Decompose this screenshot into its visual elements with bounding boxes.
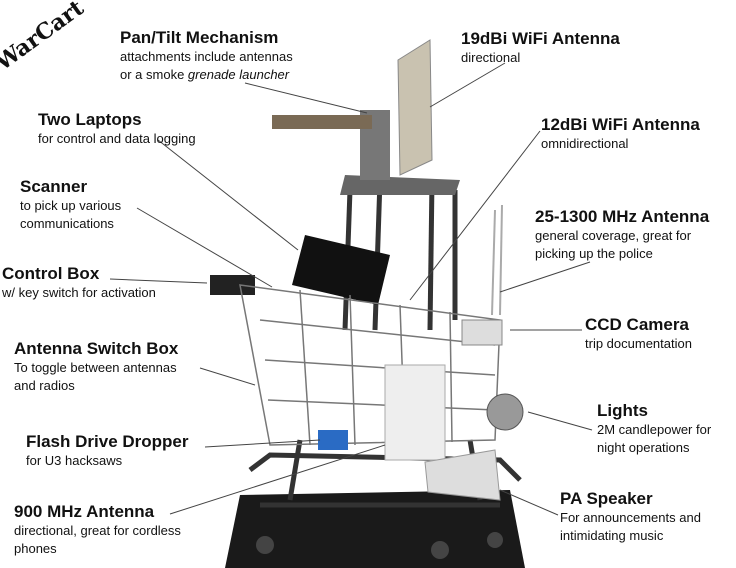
label-desc: general coverage, great for xyxy=(535,228,692,243)
label-desc-italic: grenade launcher xyxy=(187,67,290,82)
label-desc: phones xyxy=(14,541,57,556)
label-desc: night operations xyxy=(597,440,690,455)
label-title: Control Box xyxy=(2,264,100,283)
label-desc: for U3 hacksaws xyxy=(26,453,123,468)
label-title: CCD Camera xyxy=(585,315,689,334)
label-flash-drive: Flash Drive Dropper for U3 hacksaws xyxy=(26,432,189,470)
label-desc: intimidating music xyxy=(560,528,664,543)
label-title: PA Speaker xyxy=(560,489,653,508)
cart-basket xyxy=(239,284,501,446)
label-title: Flash Drive Dropper xyxy=(26,432,189,451)
label-title: Antenna Switch Box xyxy=(14,339,179,358)
label-desc: trip documentation xyxy=(585,336,692,351)
label-desc: picking up the police xyxy=(535,246,653,261)
label-desc: to pick up various xyxy=(20,198,122,213)
label-desc: directional xyxy=(461,50,521,65)
ccd-camera xyxy=(461,319,503,346)
label-lights: Lights 2M candlepower for night operatio… xyxy=(597,401,711,457)
label-desc: directional, great for cordless xyxy=(14,523,181,538)
label-desc-text: or a smoke xyxy=(120,67,188,82)
top-platform xyxy=(340,175,460,195)
label-laptops: Two Laptops for control and data logging xyxy=(38,110,196,148)
pan-tilt-arm xyxy=(272,115,372,129)
label-desc: omnidirectional xyxy=(541,136,629,151)
label-19dbi: 19dBi WiFi Antenna directional xyxy=(461,29,620,67)
label-desc: For announcements and xyxy=(560,510,701,525)
label-900mhz: 900 MHz Antenna directional, great for c… xyxy=(14,502,181,558)
label-pan-tilt: Pan/Tilt Mechanism attachments include a… xyxy=(120,28,293,84)
label-pa-speaker: PA Speaker For announcements and intimid… xyxy=(560,489,701,545)
leader-lines xyxy=(109,62,593,516)
label-desc: w/ key switch for activation xyxy=(2,285,156,300)
directional-antenna-19dbi xyxy=(397,39,433,176)
label-title: 12dBi WiFi Antenna xyxy=(541,115,700,134)
lights xyxy=(486,393,524,431)
label-12dbi: 12dBi WiFi Antenna omnidirectional xyxy=(541,115,700,153)
label-title: Scanner xyxy=(20,177,88,196)
label-antenna-switch: Antenna Switch Box To toggle between ant… xyxy=(14,339,178,395)
floor-shadow xyxy=(225,490,525,568)
wheels xyxy=(256,532,503,559)
label-desc: and radios xyxy=(14,378,75,393)
label-title: Pan/Tilt Mechanism xyxy=(120,28,279,47)
label-title: 900 MHz Antenna xyxy=(14,502,155,521)
label-desc: communications xyxy=(20,216,114,231)
label-25-1300mhz: 25-1300 MHz Antenna general coverage, gr… xyxy=(535,207,709,263)
label-desc: or a smoke grenade launcher xyxy=(120,66,293,84)
label-control-box: Control Box w/ key switch for activation xyxy=(2,264,156,302)
label-scanner: Scanner to pick up various communication… xyxy=(20,177,121,233)
control-box xyxy=(210,275,255,295)
pa-speaker xyxy=(424,449,501,501)
antenna-900mhz xyxy=(384,364,446,461)
label-desc: for control and data logging xyxy=(38,131,196,146)
label-ccd-camera: CCD Camera trip documentation xyxy=(585,315,692,353)
laptop xyxy=(292,235,390,305)
label-desc: attachments include antennas xyxy=(120,49,293,64)
label-title: Lights xyxy=(597,401,648,420)
label-title: Two Laptops xyxy=(38,110,142,129)
label-desc: To toggle between antennas xyxy=(14,360,177,375)
label-desc: 2M candlepower for xyxy=(597,422,712,437)
label-title: 19dBi WiFi Antenna xyxy=(461,29,620,48)
label-title: 25-1300 MHz Antenna xyxy=(535,207,710,226)
flash-drive-dropper xyxy=(318,430,348,450)
